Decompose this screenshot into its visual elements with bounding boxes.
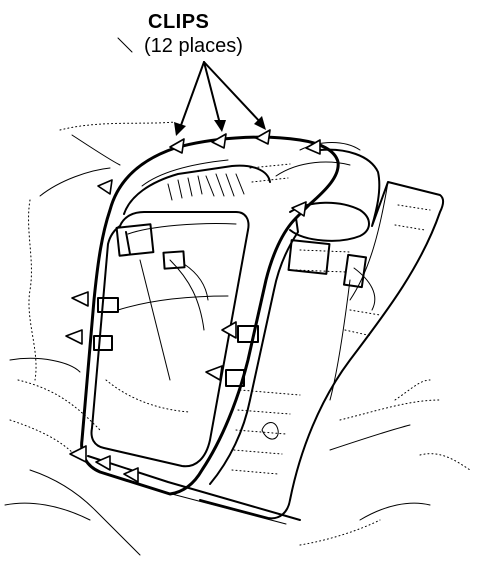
background-context <box>4 37 471 556</box>
callout-subtitle: (12 places) <box>144 35 243 57</box>
callout-arrows <box>174 61 266 136</box>
clip-marker-3 <box>255 129 271 145</box>
clip-marker-11 <box>95 455 111 471</box>
clip-marker-10 <box>69 445 87 463</box>
clip-marker-4 <box>305 139 321 155</box>
clip-marker-5 <box>97 179 113 195</box>
clip-marker-8 <box>221 321 237 339</box>
clip-markers <box>65 129 321 483</box>
main-frame <box>80 135 340 525</box>
clip-marker-7 <box>65 329 83 345</box>
callout-title: CLIPS <box>148 11 210 33</box>
clip-marker-2 <box>211 133 227 149</box>
clip-marker-1 <box>169 138 185 154</box>
clip-marker-12 <box>123 467 139 483</box>
clip-marker-9 <box>205 365 223 381</box>
clip-marker-13 <box>291 201 307 217</box>
clip-marker-6 <box>71 291 89 307</box>
rear-panel <box>199 142 444 520</box>
